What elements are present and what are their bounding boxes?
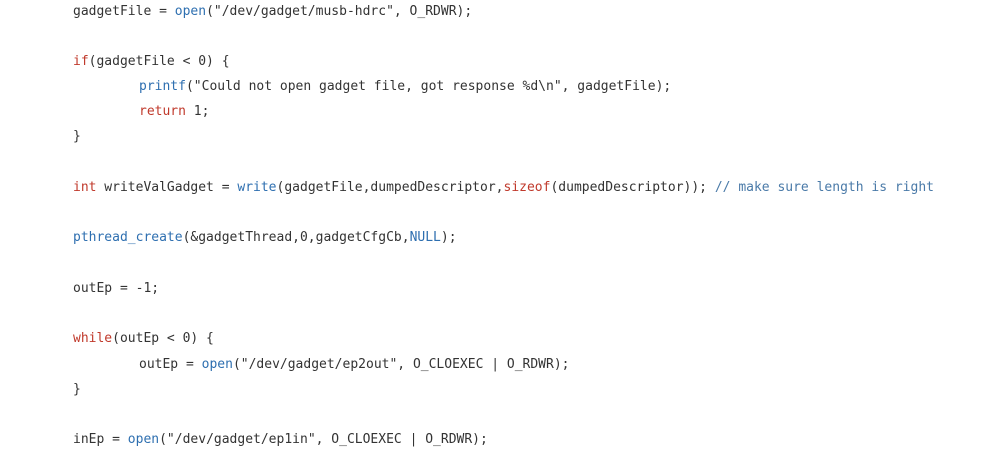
code-text: ("Could not open gadget file, got respon… [185, 79, 672, 94]
function-name: open [127, 432, 160, 447]
function-name: printf [139, 79, 186, 94]
code-text: (&gadgetThread,0,gadgetCfgCb, [182, 230, 410, 245]
code-line-10: outEp = open("/dev/gadget/ep2out", O_CLO… [139, 356, 569, 374]
code-text: inEp = [73, 432, 128, 447]
constant: NULL [409, 230, 441, 245]
keyword: int [73, 180, 97, 195]
function-name: open [201, 357, 233, 372]
code-text: } [73, 129, 81, 144]
code-line-6: int writeValGadget = write(gadgetFile,du… [73, 179, 934, 197]
keyword: if [73, 54, 89, 69]
code-text: (gadgetFile < 0) { [88, 54, 230, 69]
code-text: ("/dev/gadget/musb-hdrc", O_RDWR); [206, 4, 473, 19]
function-name: pthread_create [73, 230, 183, 245]
code-text: writeValGadget = [96, 180, 238, 195]
keyword: while [73, 331, 113, 346]
function-name: write [237, 180, 277, 195]
code-comment: // make sure length is right [714, 180, 934, 195]
keyword: sizeof [503, 180, 551, 195]
code-text: ("/dev/gadget/ep1in", O_CLOEXEC | O_RDWR… [159, 432, 488, 447]
code-text: 1; [185, 104, 210, 119]
code-line-4: return 1; [139, 103, 209, 121]
function-name: open [174, 4, 207, 19]
code-line-12: inEp = open("/dev/gadget/ep1in", O_CLOEX… [73, 431, 488, 449]
code-line-8: outEp = -1; [73, 280, 159, 298]
code-text: (dumpedDescriptor)); [550, 180, 715, 195]
code-text: (gadgetFile,dumpedDescriptor, [276, 180, 504, 195]
code-line-7: pthread_create(&gadgetThread,0,gadgetCfg… [73, 229, 457, 247]
code-line-2: if(gadgetFile < 0) { [73, 53, 230, 71]
code-line-11: } [73, 381, 81, 399]
code-line-9: while(outEp < 0) { [73, 330, 214, 348]
code-line-1: gadgetFile = open("/dev/gadget/musb-hdrc… [73, 3, 472, 21]
keyword: return [139, 104, 186, 119]
code-text: outEp = [139, 357, 202, 372]
code-text: gadgetFile = [73, 4, 175, 19]
code-text: } [73, 382, 81, 397]
code-text: ); [440, 230, 457, 245]
code-text: outEp = -1; [73, 281, 160, 296]
code-text: ("/dev/gadget/ep2out", O_CLOEXEC | O_RDW… [232, 357, 570, 372]
code-line-5: } [73, 128, 81, 146]
code-text: (outEp < 0) { [112, 331, 214, 346]
code-line-3: printf("Could not open gadget file, got … [139, 78, 671, 96]
